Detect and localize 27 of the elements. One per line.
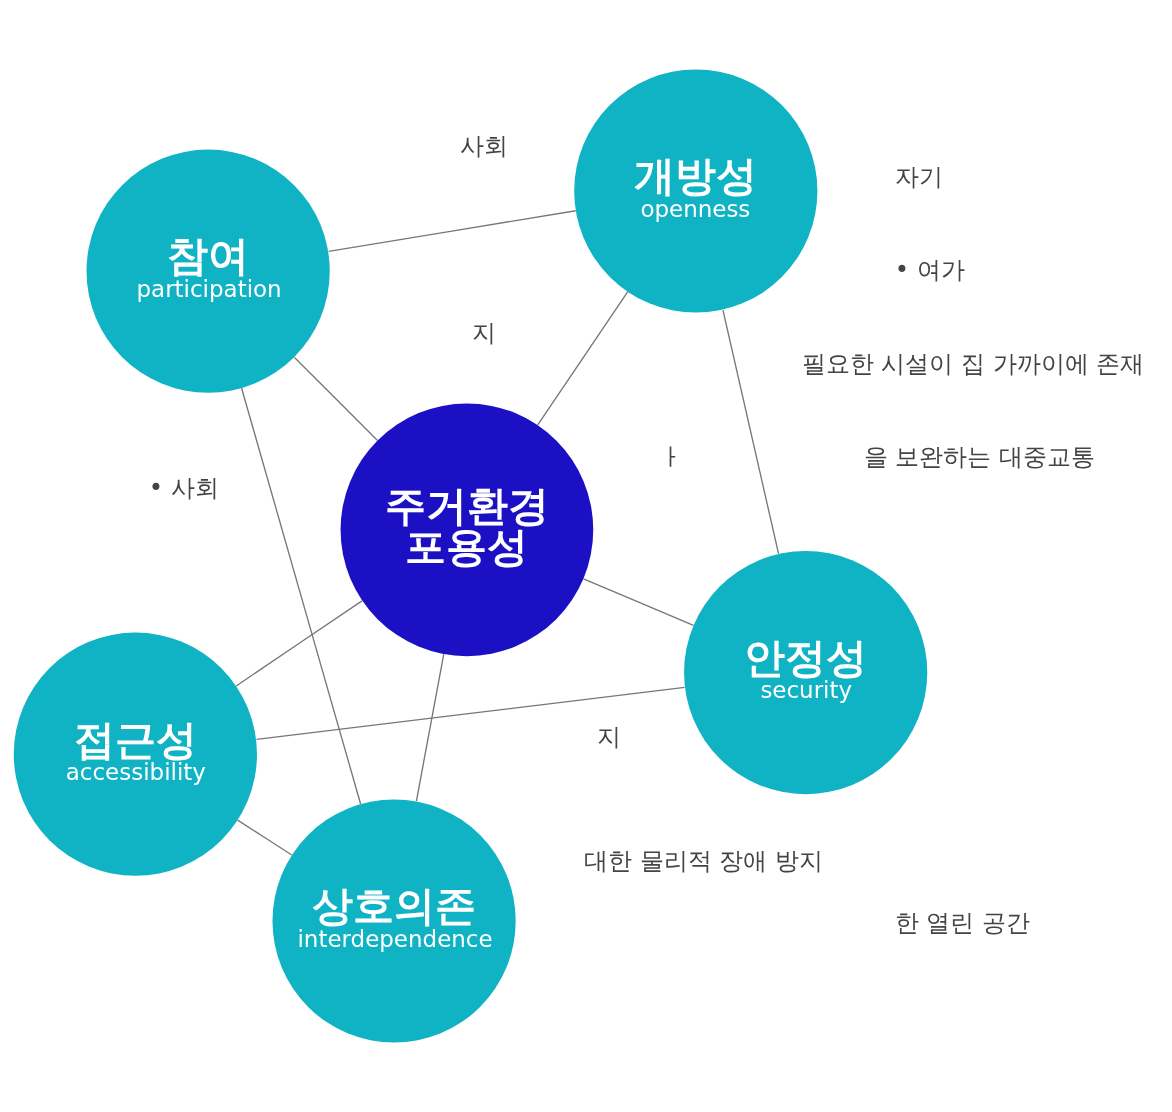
node-circle: 접근성 accessibility (13, 632, 257, 876)
label: • 여가 (894, 255, 965, 285)
label: 사회 (460, 131, 509, 161)
label: 을 보완하는 대중교통 (863, 441, 1096, 471)
connector (240, 387, 362, 805)
connector (722, 309, 780, 555)
label: ㅏ (658, 441, 683, 471)
label: 필요한 시설이 집 가까이에 존재 (801, 348, 1145, 378)
label: 한 열린 공간 (894, 907, 1031, 937)
label: 지 (472, 317, 497, 347)
connector (328, 210, 577, 252)
label: • 사회 (148, 472, 219, 502)
node-circle: 상호의존 interdependence (272, 799, 516, 1043)
node-circle: 주거환경 포용성 (340, 403, 594, 657)
node-circle: 개방성 openness (574, 69, 818, 313)
node-circle: 안정성 security (684, 550, 928, 795)
label: 지 (596, 721, 621, 751)
node-circle: 참여 participation (86, 149, 330, 393)
connector (293, 356, 379, 442)
connector (582, 578, 695, 626)
connector (255, 686, 686, 741)
connector (235, 600, 363, 687)
connector (415, 653, 445, 802)
connector (236, 819, 293, 856)
label: 대한 물리적 장애 방지 (583, 845, 824, 875)
label: 자기 (895, 162, 944, 192)
connector (537, 291, 629, 426)
